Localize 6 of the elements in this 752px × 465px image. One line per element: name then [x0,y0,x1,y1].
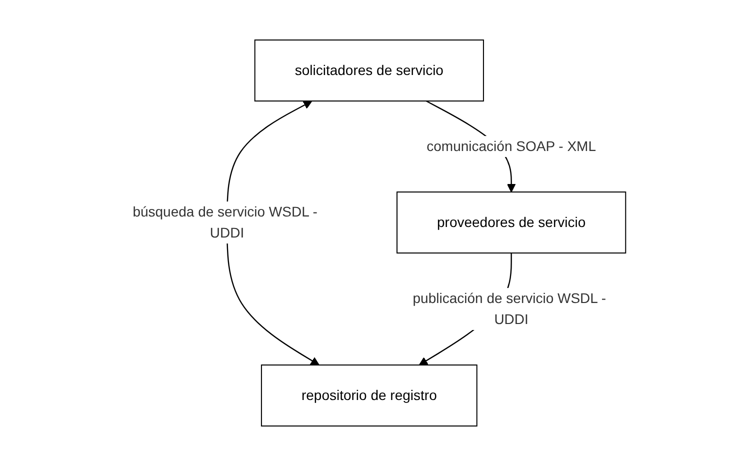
node-box: repositorio de registro [260,364,478,426]
node-box: proveedores de servicio [396,191,626,253]
edge-label: publicación de servicio WSDL - UDDI [412,290,606,326]
edge-label: comunicación SOAP - XML [426,138,596,154]
node-box: solicitadores de servicio [254,39,484,101]
edge-label: búsqueda de servicio WSDL - UDDI [132,203,318,240]
